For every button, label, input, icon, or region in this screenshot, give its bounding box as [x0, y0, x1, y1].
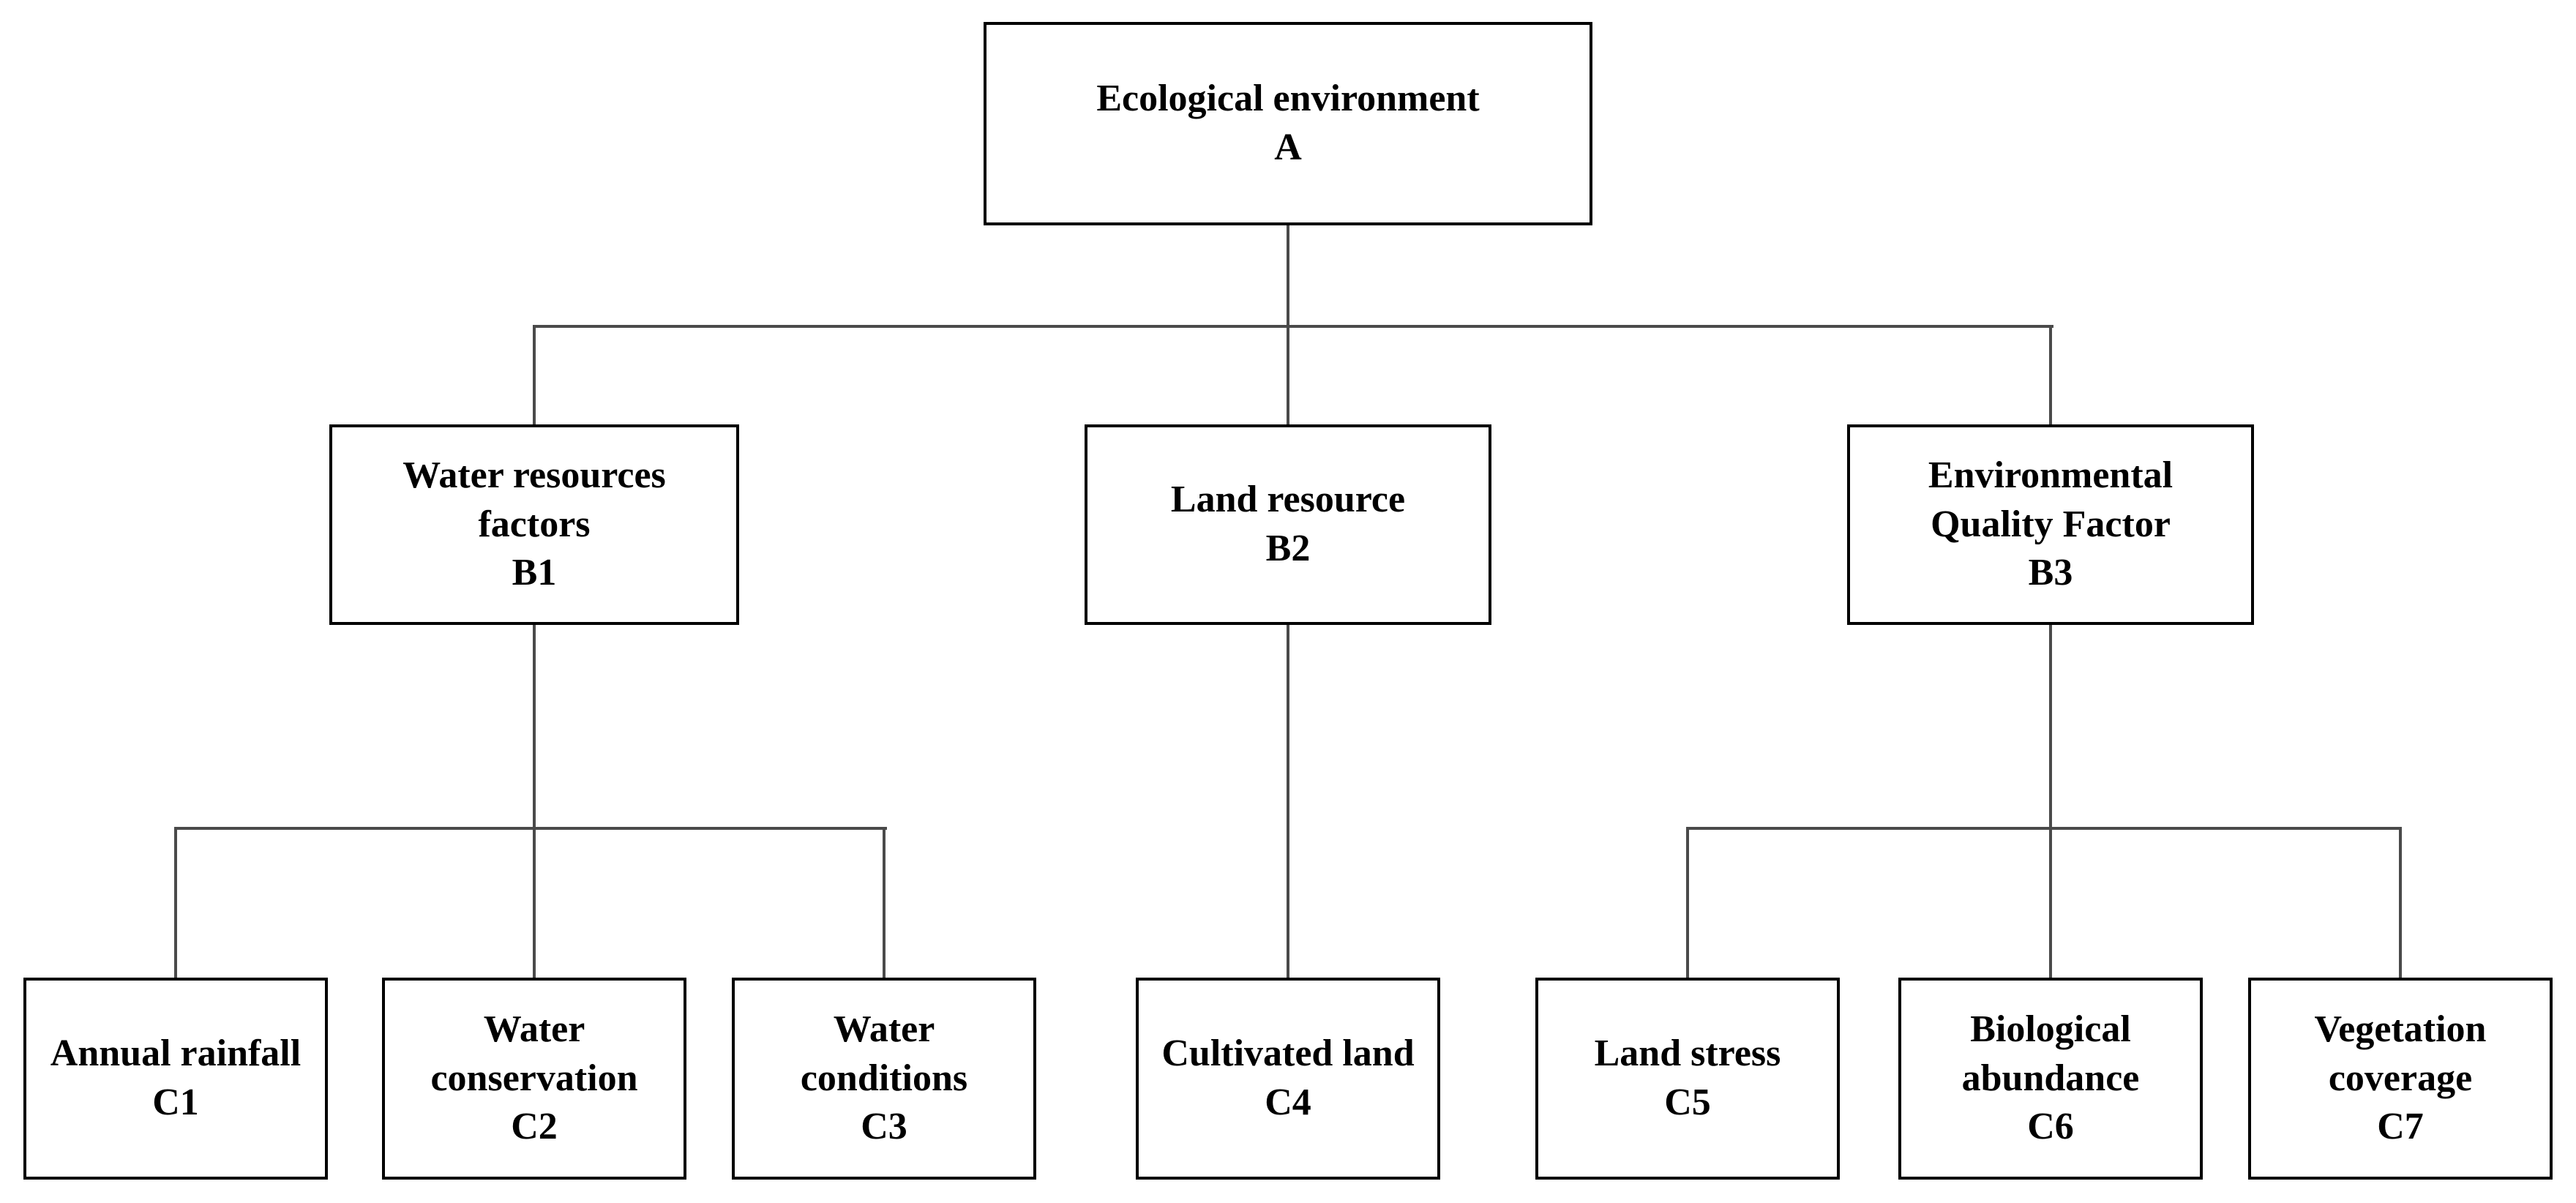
- node-c1-code: C1: [152, 1082, 199, 1123]
- node-b3-code: B3: [2028, 552, 2073, 594]
- node-b1-code: B1: [512, 552, 557, 594]
- node-c4-label: Cultivated land: [1161, 1033, 1415, 1075]
- node-b2-label: Land resource: [1170, 479, 1406, 521]
- node-b1-label-line1: Water resources: [402, 454, 666, 497]
- node-cultivated-land: Cultivated land C4: [1136, 978, 1440, 1180]
- connector-drop-to-c1: [174, 827, 177, 978]
- connector-drop-to-c7: [2399, 827, 2402, 978]
- connector-drop-to-c3: [883, 827, 886, 978]
- node-c3-code: C3: [861, 1106, 907, 1148]
- connector-b3-down: [2049, 625, 2052, 830]
- node-b2-code: B2: [1265, 528, 1311, 569]
- node-c2-label-line1: Water: [483, 1008, 585, 1051]
- node-land-resource: Land resource B2: [1085, 424, 1491, 625]
- node-water-conservation: Water conservation C2: [382, 978, 686, 1180]
- node-c3-label-line2: conditions: [800, 1057, 968, 1099]
- node-land-stress: Land stress C5: [1535, 978, 1840, 1180]
- node-ecological-environment: Ecological environment A: [984, 22, 1592, 225]
- node-vegetation-coverage: Vegetation coverage C7: [2248, 978, 2553, 1180]
- node-biological-abundance: Biological abundance C6: [1898, 978, 2203, 1180]
- node-c5-code: C5: [1664, 1082, 1711, 1123]
- connector-c1-c3-horizontal: [174, 827, 887, 830]
- connector-drop-to-b1: [533, 325, 536, 424]
- connector-drop-to-c6: [2049, 827, 2052, 978]
- connector-drop-to-c5: [1686, 827, 1689, 978]
- connector-b1-down: [533, 625, 536, 830]
- node-c5-label: Land stress: [1594, 1033, 1781, 1075]
- connector-b2-to-c4: [1287, 625, 1289, 978]
- node-c7-label-line1: Vegetation: [2314, 1008, 2487, 1051]
- node-c6-label-line2: abundance: [1961, 1057, 2140, 1099]
- node-c7-code: C7: [2377, 1106, 2424, 1148]
- node-c6-code: C6: [2027, 1106, 2074, 1148]
- connector-c5-c7-horizontal: [1686, 827, 2402, 830]
- node-c2-code: C2: [511, 1106, 558, 1148]
- node-a-code: A: [1274, 127, 1302, 168]
- node-c3-label-line1: Water: [833, 1008, 935, 1051]
- node-b3-label-line1: Environmental: [1928, 454, 2174, 497]
- node-water-conditions: Water conditions C3: [732, 978, 1036, 1180]
- connector-drop-to-c2: [533, 827, 536, 978]
- connector-drop-to-b3: [2049, 325, 2052, 424]
- node-c7-label-line2: coverage: [2328, 1057, 2473, 1099]
- node-c4-code: C4: [1265, 1082, 1311, 1123]
- node-b1-label-line2: factors: [478, 503, 591, 545]
- connector-b-row-horizontal: [533, 325, 2053, 328]
- node-c1-label: Annual rainfall: [50, 1033, 302, 1075]
- node-b3-label-line2: Quality Factor: [1931, 503, 2171, 545]
- node-water-resources-factors: Water resources factors B1: [329, 424, 739, 625]
- node-a-label: Ecological environment: [1096, 78, 1480, 120]
- node-c6-label-line1: Biological: [1970, 1008, 2131, 1051]
- node-c2-label-line2: conservation: [430, 1057, 638, 1099]
- node-annual-rainfall: Annual rainfall C1: [23, 978, 328, 1180]
- node-environmental-quality-factor: Environmental Quality Factor B3: [1847, 424, 2254, 625]
